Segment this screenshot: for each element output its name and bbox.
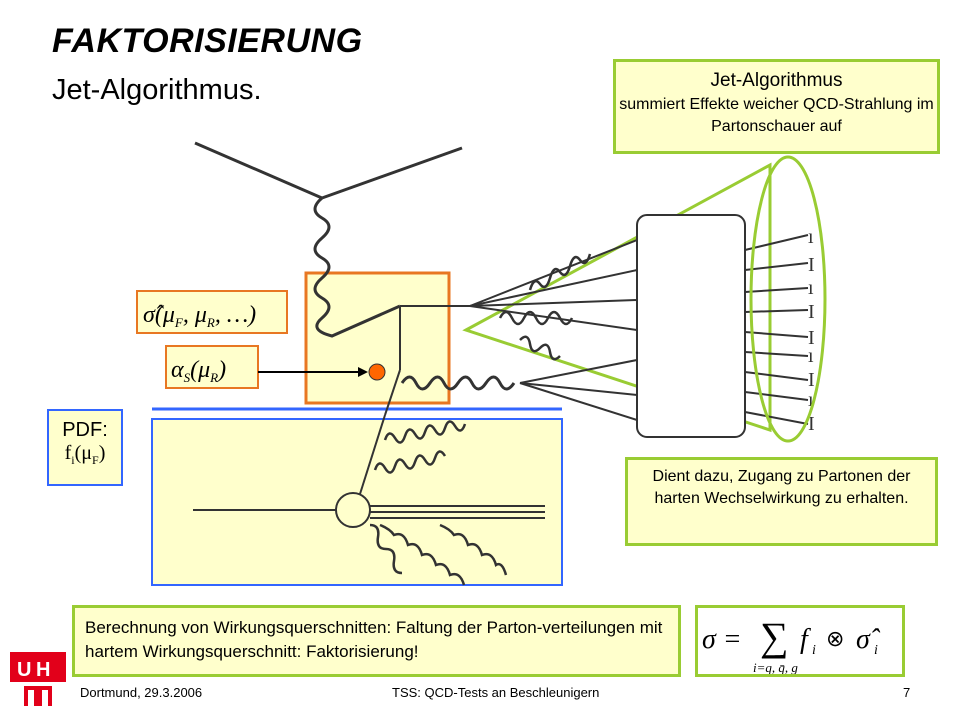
- soft-gluon-1: [528, 253, 592, 291]
- pdf-label: PDF:: [62, 419, 108, 441]
- svg-text:I: I: [808, 413, 815, 435]
- parton-lines: [469, 239, 638, 421]
- svg-text:H: H: [36, 659, 50, 681]
- proton-remnant-lines: [359, 414, 545, 519]
- pdf-gluon-3: [369, 523, 403, 575]
- sigma-hat-box: [136, 290, 288, 334]
- jet-ellipse: [749, 155, 827, 443]
- svg-text:i: i: [874, 643, 878, 658]
- proton-blob: [335, 492, 371, 528]
- hard-gluon: [400, 375, 516, 391]
- pdf-label-box: PDF: fi(μF): [47, 409, 123, 486]
- incoming-lepton: [194, 141, 323, 200]
- svg-text:⊗: ⊗: [826, 626, 844, 651]
- hadron-marks: ıI ıI Iı Iı I: [808, 226, 815, 435]
- jet-callout-body: summiert Effekte weicher QCD-Strahlung i…: [619, 96, 934, 135]
- outgoing-lepton: [321, 146, 463, 200]
- slide-subtitle: Jet-Algorithmus.: [52, 74, 262, 106]
- footer-place-date: Dortmund, 29.3.2006: [80, 685, 203, 700]
- svg-text:ı: ı: [808, 389, 814, 411]
- sigma-hat-formula: σ̂(μF, μR, …): [143, 302, 256, 330]
- sum-formula: σ = ∑ i=q, q̄, g f i ⊗ σ̂ i: [702, 614, 881, 675]
- purpose-callout: Dient dazu, Zugang zu Partonen der harte…: [625, 457, 938, 546]
- svg-text:i: i: [812, 643, 816, 658]
- sum-formula-box: [695, 605, 905, 677]
- pdf-gluon-5: [439, 523, 508, 576]
- slide-title: FAKTORISIERUNG: [52, 22, 363, 60]
- svg-text:I: I: [808, 254, 815, 276]
- svg-text:ı: ı: [808, 226, 814, 248]
- pdf-gluon-2: [373, 450, 447, 474]
- footer-page-number: 7: [903, 685, 911, 700]
- vertex-dot: [368, 363, 386, 381]
- jet-algorithm-callout: Jet-Algorithmus summiert Effekte weicher…: [613, 59, 940, 154]
- svg-text:f: f: [800, 624, 811, 655]
- jet-callout-title: Jet-Algorithmus: [710, 70, 843, 91]
- svg-text:I: I: [808, 369, 815, 391]
- svg-text:I: I: [808, 327, 815, 349]
- alpha-s-box: [165, 345, 259, 389]
- svg-text:i=q, q̄, g: i=q, q̄, g: [753, 660, 798, 675]
- calculation-callout: Berechnung von Wirkungsquerschnitten: Fa…: [72, 605, 681, 677]
- pdf-gluon-4: [379, 523, 466, 586]
- soft-gluon-2: [498, 310, 574, 326]
- svg-text:∑: ∑: [760, 614, 789, 659]
- alpha-s-formula: αS(μR): [171, 357, 226, 385]
- uhh-logo: U H: [10, 652, 66, 710]
- exchanged-boson: [313, 196, 401, 338]
- svg-text:σ =: σ =: [702, 624, 742, 655]
- hard-process-box: [304, 271, 451, 405]
- hadronization-block: [636, 214, 746, 438]
- pdf-formula: fi(μF): [64, 442, 106, 467]
- svg-text:ı: ı: [808, 345, 814, 367]
- svg-text:I: I: [808, 301, 815, 323]
- svg-text:ı: ı: [808, 277, 814, 299]
- soft-gluon-3: [519, 335, 561, 361]
- pdf-gluon-1: [383, 420, 467, 444]
- footer-talk-title: TSS: QCD-Tests an Beschleunigern: [392, 685, 600, 700]
- svg-text:U: U: [17, 659, 31, 681]
